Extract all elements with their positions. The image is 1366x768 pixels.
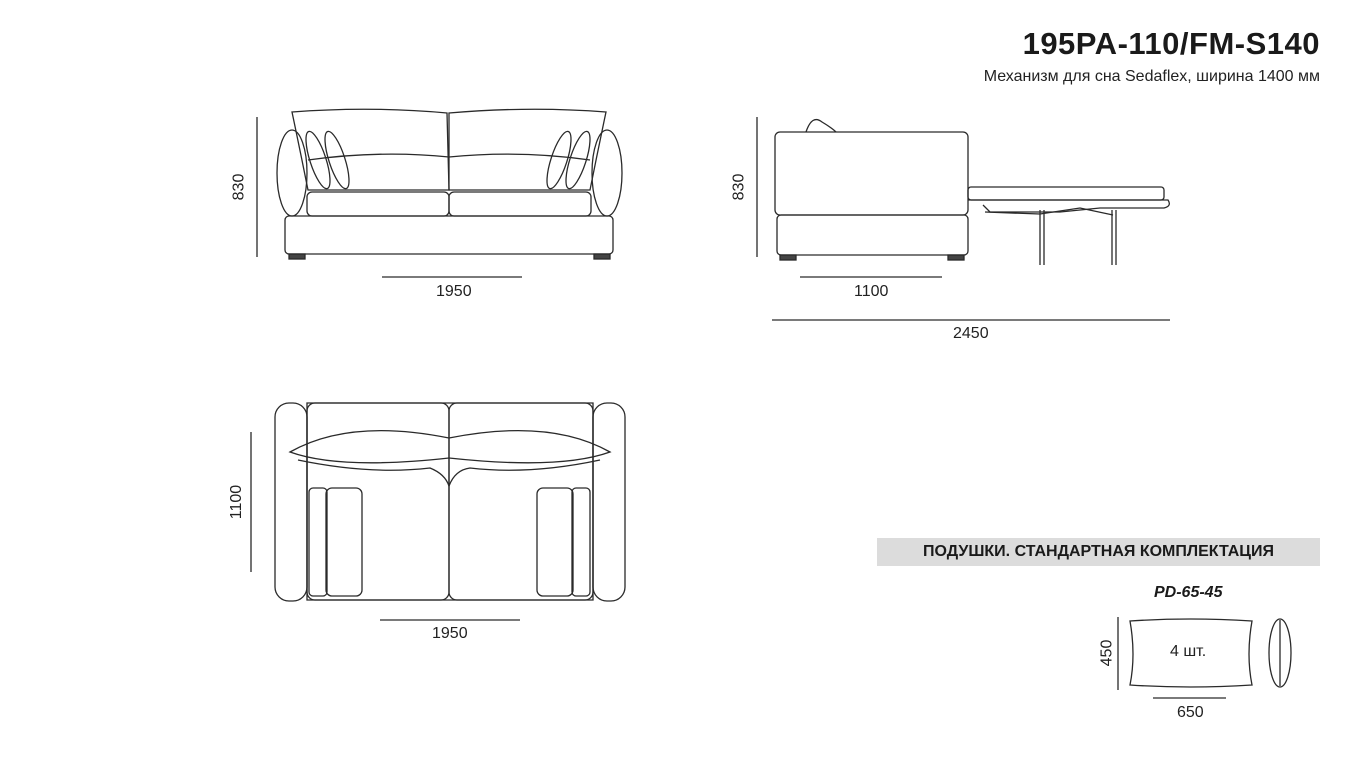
front-width-label: 1950 <box>436 283 472 300</box>
side-unfolded-length-label: 2450 <box>953 325 989 342</box>
model-description: Механизм для сна Sedaflex, ширина 1400 м… <box>983 68 1320 85</box>
pillow-code: PD-65-45 <box>1154 584 1223 601</box>
side-view-drawing <box>756 117 1170 321</box>
side-depth-label: 1100 <box>854 283 889 300</box>
side-height-label: 830 <box>730 173 748 201</box>
top-view-drawing <box>250 402 626 621</box>
front-height-label: 830 <box>230 173 248 201</box>
pillow-height-label: 450 <box>1098 639 1116 667</box>
pillow-quantity: 4 шт. <box>1170 643 1207 660</box>
model-title: 195PA-110/FM-S140 <box>1022 26 1320 61</box>
top-width-label: 1950 <box>432 625 468 642</box>
front-view-drawing <box>256 108 623 278</box>
pillow-drawing <box>1117 617 1292 699</box>
pillows-section-title: ПОДУШКИ. СТАНДАРТНАЯ КОМПЛЕКТАЦИЯ <box>877 538 1320 566</box>
pillow-width-label: 650 <box>1177 704 1204 721</box>
top-depth-label: 1100 <box>228 484 246 520</box>
